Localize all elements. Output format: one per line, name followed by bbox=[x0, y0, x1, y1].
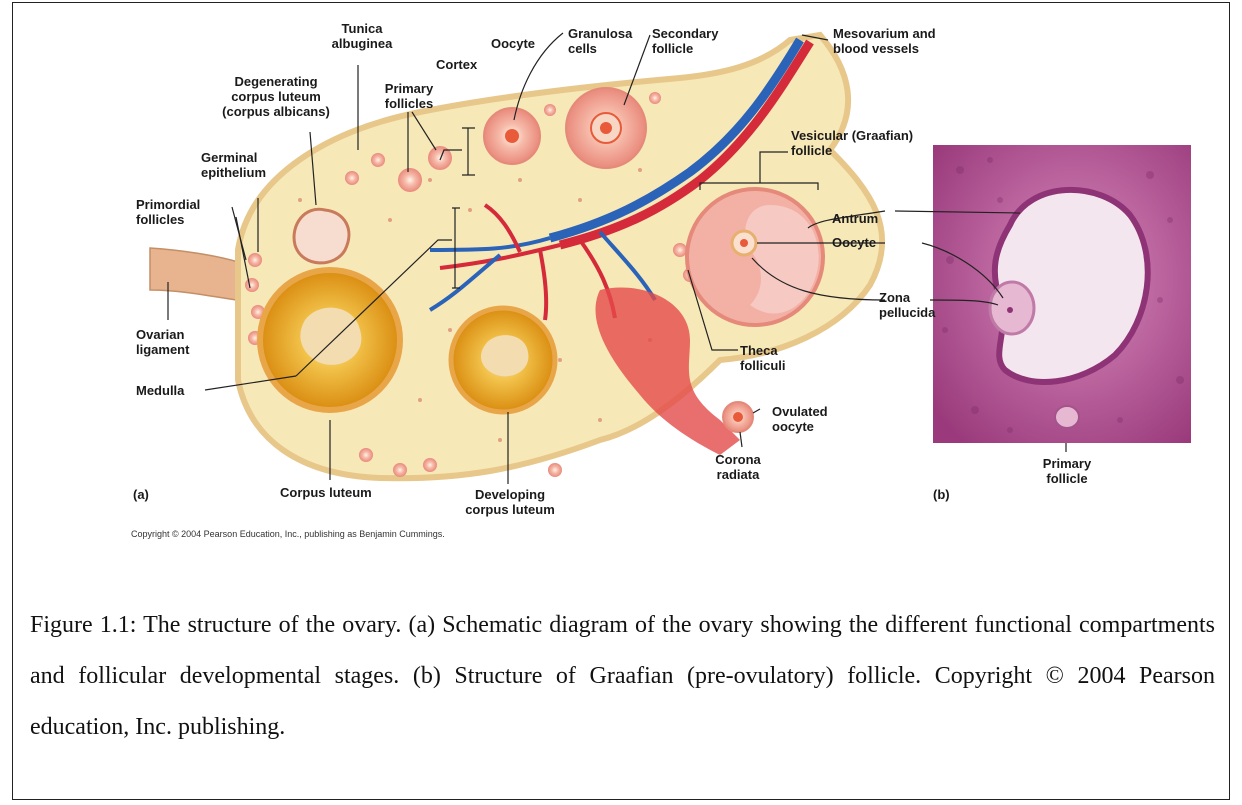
label-corona-radiata: Corona radiata bbox=[705, 452, 771, 482]
label-secondary-follicle: Secondary follicle bbox=[652, 26, 718, 56]
label-theca-folliculi: Theca folliculi bbox=[740, 343, 786, 373]
label-mesovarium: Mesovarium and blood vessels bbox=[833, 26, 936, 56]
histology-primary-follicle bbox=[1055, 406, 1079, 428]
ovarian-ligament-shape bbox=[150, 248, 238, 300]
figure-caption: Figure 1.1: The structure of the ovary. … bbox=[30, 600, 1215, 753]
copyright-line: Copyright © 2004 Pearson Education, Inc.… bbox=[131, 529, 445, 539]
label-granulosa-cells: Granulosa cells bbox=[568, 26, 632, 56]
label-corpus-luteum: Corpus luteum bbox=[280, 485, 372, 500]
label-ovarian-ligament: Ovarian ligament bbox=[136, 327, 189, 357]
label-degenerating-corpus-luteum: Degenerating corpus luteum (corpus albic… bbox=[210, 74, 342, 119]
label-oocyte-right: Oocyte bbox=[832, 235, 876, 250]
label-vesicular-follicle: Vesicular (Graafian) follicle bbox=[791, 128, 913, 158]
label-zona-pellucida: Zona pellucida bbox=[879, 290, 935, 320]
label-medulla: Medulla bbox=[136, 383, 184, 398]
label-oocyte-top: Oocyte bbox=[481, 36, 545, 51]
label-primordial-follicles: Primordial follicles bbox=[136, 197, 200, 227]
label-ovulated-oocyte: Ovulated oocyte bbox=[772, 404, 828, 434]
label-primary-follicle: Primary follicle bbox=[1034, 456, 1100, 486]
label-panel-b: (b) bbox=[933, 487, 950, 502]
label-germinal-epithelium: Germinal epithelium bbox=[201, 150, 266, 180]
label-tunica-albuginea: Tunica albuginea bbox=[322, 21, 402, 51]
label-antrum: Antrum bbox=[832, 211, 878, 226]
label-panel-a: (a) bbox=[133, 487, 149, 502]
label-primary-follicles: Primary follicles bbox=[370, 81, 448, 111]
corpus-albicans-shape bbox=[294, 209, 349, 263]
label-developing-corpus-luteum: Developing corpus luteum bbox=[458, 487, 562, 517]
label-cortex: Cortex bbox=[436, 57, 477, 72]
